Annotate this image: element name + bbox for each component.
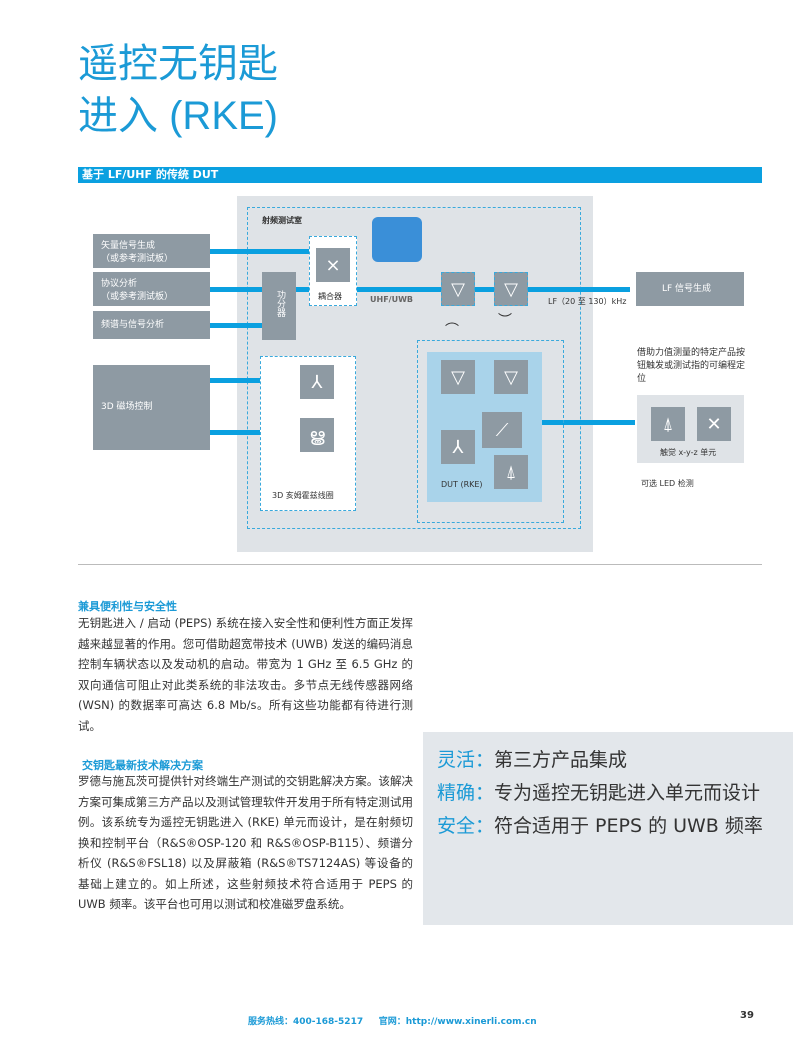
highlight-item: 灵活：第三方产品集成 (437, 744, 779, 777)
hotline: 服务热线：400-168-5217 (248, 1017, 364, 1027)
coupler-label: 耦合器 (318, 292, 342, 301)
lf-signal-gen-box: LF 信号生成 (636, 272, 744, 306)
antenna-icon: ▽ (441, 360, 475, 394)
magnetic-control-box: 3D 磁场控制 (93, 365, 210, 450)
box-sublabel: （或参考测试板） (101, 254, 174, 264)
xyz-axes-icon: ⅄ (441, 430, 475, 464)
splitter-box: 功分器 (262, 272, 296, 340)
switch-icon: ⟋ (482, 412, 522, 448)
section1-heading: 兼具便利性与安全性 (78, 600, 177, 613)
dut-label: DUT (RKE) (441, 480, 483, 489)
highlight-item: 精确：专为遥控无钥匙进入单元而设计 (437, 777, 779, 810)
box-label: 协议分析 (101, 279, 138, 289)
protocol-analysis-box: 协议分析 （或参考测试板） (93, 272, 210, 306)
force-note: 借助力值测量的特定产品按钮触发或测试指的可编程定位 (637, 348, 746, 384)
xyz-axes-icon: ⅄ (300, 365, 334, 399)
highlight-value: 第三方产品集成 (494, 749, 628, 771)
highlights-panel: 灵活：第三方产品集成 精确：专为遥控无钥匙进入单元而设计 安全：符合适用于 PE… (423, 732, 793, 925)
connector (530, 420, 635, 425)
led-icon: ⍋ (494, 455, 528, 489)
radio-wave-icon: ︶ (498, 313, 512, 329)
spectrum-analysis-box: 频谱与信号分析 (93, 311, 210, 339)
connector (210, 378, 300, 383)
highlight-value: 专为遥控无钥匙进入单元而设计 (494, 782, 761, 804)
highlight-key: 灵活： (437, 749, 495, 771)
website-link[interactable]: 官网：http://www.xinerli.com.cn (378, 1017, 537, 1027)
page-title: 遥控无钥匙 (78, 42, 278, 86)
antenna-icon: ▽ (494, 360, 528, 394)
radio-wave-icon: ︵ (445, 313, 459, 329)
coupler-icon: ⨯ (316, 248, 350, 282)
section2-body: 罗德与施瓦茨可提供针对终端生产测试的交钥匙解决方案。该解决方案可集成第三方产品以… (78, 774, 413, 911)
page-number: 39 (740, 1010, 754, 1021)
connector (210, 323, 265, 328)
connector (210, 287, 265, 292)
coil-icon: ൠ (300, 418, 334, 452)
box-sublabel: （或参考测试板） (101, 292, 174, 302)
led-label: 可选 LED 检测 (641, 479, 694, 488)
shield-box-image (372, 217, 422, 262)
highlight-value: 符合适用于 PEPS 的 UWB 频率 (494, 815, 763, 837)
chamber-label: 射频测试室 (262, 216, 302, 225)
helmholtz-label: 3D 亥姆霍兹线圈 (272, 491, 334, 500)
connector (210, 249, 310, 254)
diagram-header: 基于 LF/UHF 的传统 DUT (78, 167, 762, 183)
antenna-icon: ▽ (494, 272, 528, 306)
highlight-item: 安全：符合适用于 PEPS 的 UWB 频率 (437, 810, 779, 843)
box-label: 矢量信号生成 (101, 241, 156, 251)
led-icon: ⍋ (651, 407, 685, 441)
tactile-icon: ✕ (697, 407, 731, 441)
dut-frame (417, 340, 564, 523)
tactile-label: 触觉 x-y-z 单元 (660, 448, 717, 457)
diagram (78, 183, 762, 565)
antenna-icon: ▽ (441, 272, 475, 306)
vector-signal-gen-box: 矢量信号生成 （或参考测试板） (93, 234, 210, 268)
footer: 服务热线：400-168-5217 官网：http://www.xinerli.… (248, 1014, 537, 1027)
highlight-key: 精确： (437, 782, 495, 804)
section1-body: 无钥匙进入 / 启动 (PEPS) 系统在接入安全性和便利性方面正发挥越来越显著… (78, 616, 413, 733)
page-title-line2: 进入 (RKE) (78, 94, 278, 138)
highlight-key: 安全： (437, 815, 495, 837)
connector (210, 430, 300, 435)
section2-heading: 交钥匙最新技术解决方案 (82, 759, 203, 772)
chamber-outline (247, 207, 581, 529)
uhf-label: UHF/UWB (370, 295, 413, 304)
lf-label: LF（20 至 130）kHz (548, 297, 627, 306)
